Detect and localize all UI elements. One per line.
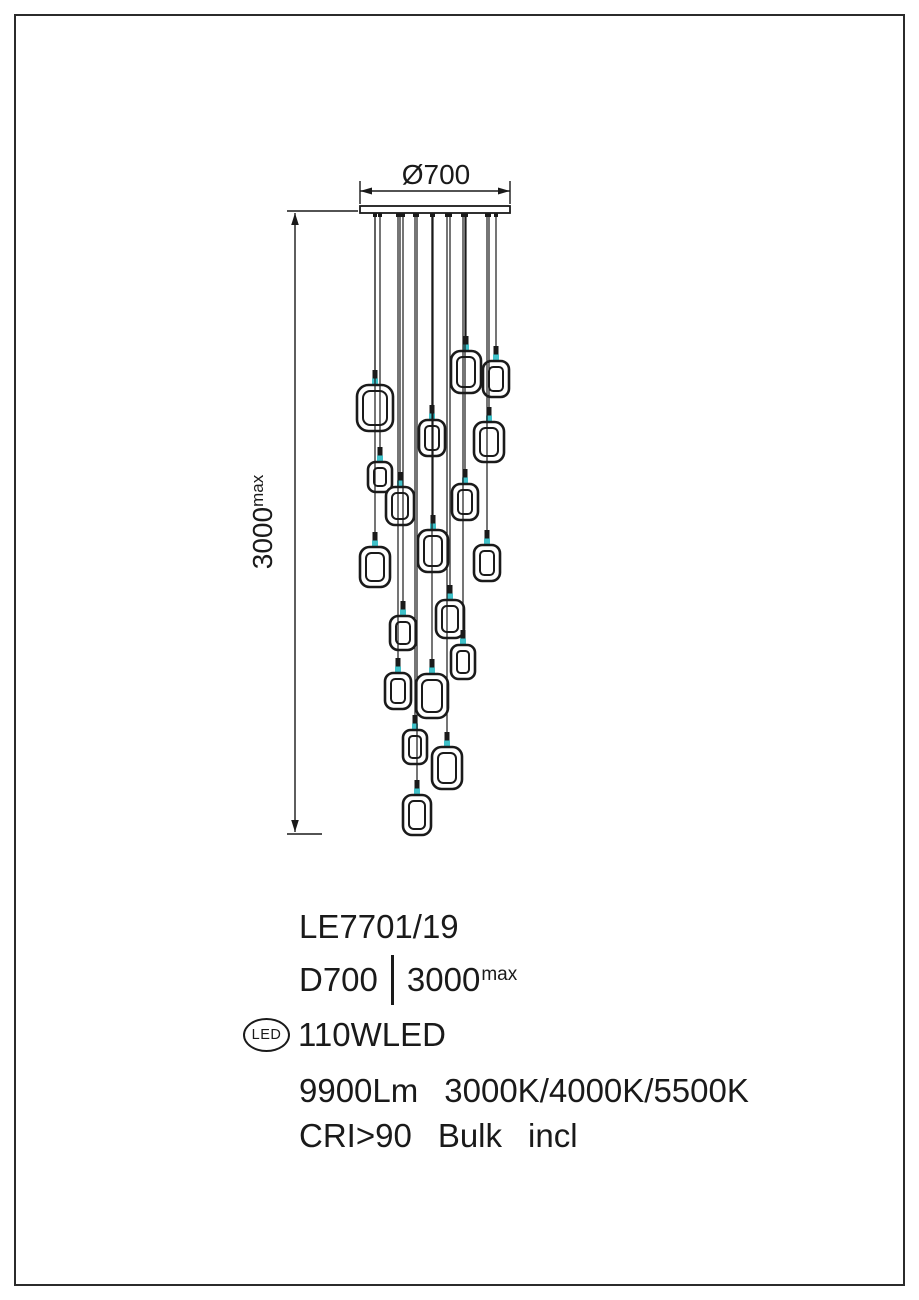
height-dimension-label: 3000max — [247, 474, 278, 569]
diameter-value: D700 — [299, 961, 378, 998]
height-dimension: 3000max — [247, 210, 358, 835]
height-number: 3000 — [406, 961, 481, 998]
height-superscript: max — [481, 964, 518, 985]
pendant — [450, 213, 480, 522]
pendant — [414, 213, 450, 720]
diameter-dimension-label: Ø700 — [402, 159, 471, 190]
pendant — [388, 213, 418, 652]
fixture-drawing: Ø700 3000max — [247, 159, 511, 837]
arrowhead-down — [291, 820, 299, 832]
arrowhead-up — [291, 213, 299, 225]
pendant — [401, 213, 429, 766]
color-temp-value: 3000K/4000K/5500K — [444, 1072, 749, 1109]
pendant — [384, 213, 416, 527]
ceiling-plate — [359, 205, 511, 214]
lumens-row: 9900Lm 3000K/4000K/5500K — [299, 1072, 749, 1110]
incl-word: incl — [528, 1117, 578, 1154]
cri-row: CRI>90 Bulk incl — [299, 1117, 578, 1155]
top-dimension: Ø700 — [359, 159, 511, 204]
dimensions-row: D700 3000max — [299, 955, 517, 1005]
pendant — [401, 213, 433, 837]
lumens-value: 9900Lm — [299, 1072, 419, 1109]
pendants — [355, 213, 511, 837]
power-row: LED 110WLED — [243, 1016, 446, 1054]
height-dimension-sup: max — [248, 474, 267, 507]
pendant — [472, 213, 506, 464]
bulb-word: Bulk — [437, 1117, 503, 1154]
pendant — [449, 213, 483, 395]
arrowhead-left — [360, 187, 372, 195]
pendant — [358, 213, 392, 589]
divider-bar — [390, 955, 394, 1005]
height-dimension-value: 3000 — [247, 507, 278, 569]
height-value: 3000max — [407, 961, 517, 999]
pendant — [434, 213, 466, 640]
pendant — [430, 213, 464, 791]
model-number: LE7701/19 — [299, 908, 459, 945]
led-badge: LED — [243, 1018, 290, 1052]
pendant — [472, 213, 502, 583]
pendant — [416, 213, 450, 574]
arrowhead-right — [498, 187, 510, 195]
pendant — [383, 213, 413, 711]
cri-value: CRI>90 — [299, 1117, 412, 1154]
pendant — [449, 213, 477, 681]
pendant — [366, 213, 394, 494]
power-value: 110WLED — [298, 1016, 446, 1053]
